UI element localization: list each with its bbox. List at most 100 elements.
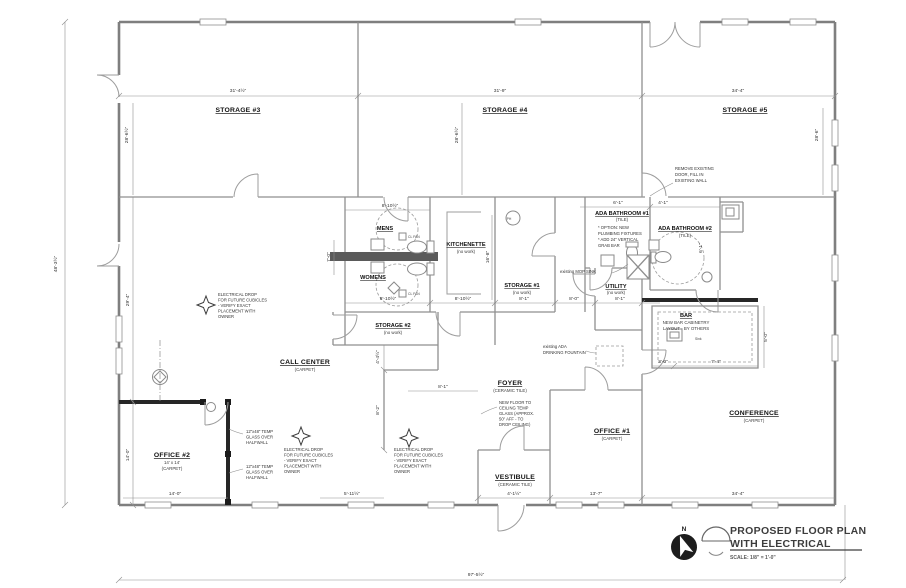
room-label-storage4: STORAGE #4 bbox=[483, 107, 528, 114]
room-label-utility: UTILITY bbox=[605, 284, 626, 290]
room-sub-utility: (no work) bbox=[607, 290, 626, 295]
dim-left-low: 14'-0" bbox=[125, 449, 131, 462]
dim-ada2-height: 6'-1" bbox=[698, 243, 704, 253]
room-label-ada1: ADA BATHROOM #1 bbox=[595, 211, 649, 217]
ada1-note-line: GRAB BAR bbox=[598, 243, 620, 248]
storage3-door bbox=[233, 173, 259, 198]
ada1-note-line: PLUMBING FIXTURES bbox=[598, 231, 642, 236]
dim-storage2-v2: 8'-2" bbox=[375, 405, 381, 415]
storage5-removed-door bbox=[641, 172, 667, 197]
mop-sink-note: existing MOP SINK bbox=[560, 269, 596, 274]
glass-wall-note: DROP CEILING) bbox=[499, 422, 531, 427]
dim-overall-height: 48'-3½" bbox=[52, 255, 59, 272]
elec-drop-note: - VERIFY EXACT bbox=[218, 303, 251, 308]
ph-marker bbox=[505, 210, 521, 226]
room-label-vestibule: VESTIBULE bbox=[495, 474, 535, 481]
sink bbox=[648, 239, 660, 251]
room-sub-office2: (CARPET) bbox=[162, 466, 183, 471]
dim-utility-width: 8'-1" bbox=[615, 296, 625, 302]
elec-drop-note: OWNER bbox=[218, 314, 234, 319]
dim-ada1-width: 6'-1" bbox=[613, 200, 623, 206]
toilet-tank bbox=[625, 241, 639, 248]
room-label-mens: MENS bbox=[377, 226, 393, 232]
room-label-bar: BAR bbox=[680, 313, 692, 319]
dim-kitchenette-height: 16'-8" bbox=[485, 251, 491, 264]
elec-drop-note: ELECTRICAL DROP bbox=[218, 292, 257, 297]
bar-sink-inner bbox=[669, 331, 680, 339]
detail-marker bbox=[701, 526, 731, 556]
dim-overall-width: 97'-5½" bbox=[468, 571, 485, 578]
wall bbox=[594, 268, 643, 505]
dim-hall-width: 8'-0" bbox=[569, 296, 579, 302]
elec-drop-note: PLACEMENT WITH bbox=[394, 464, 431, 469]
room-label-foyer: FOYER bbox=[498, 380, 522, 387]
dim-office1-width: 13'-7" bbox=[590, 491, 603, 497]
elec-drop-note: ELECTRICAL DROP bbox=[284, 447, 323, 452]
toilet-tank bbox=[426, 262, 435, 276]
room-label-storage2: STORAGE #2 bbox=[375, 323, 410, 329]
title-line1: PROPOSED FLOOR PLAN bbox=[730, 525, 866, 537]
storage1-door bbox=[531, 232, 556, 257]
ada-turning-circle bbox=[375, 263, 419, 307]
ada1-note-line: * ADD 24" VERTICAL bbox=[598, 237, 639, 242]
temp-glass-note: 12"x48" TEMP bbox=[246, 464, 273, 469]
room-sub-office1: (CARPET) bbox=[602, 436, 623, 441]
room-sub-ada2: (TILE) bbox=[679, 233, 692, 238]
bar-counter bbox=[651, 305, 759, 369]
north-label: N bbox=[682, 526, 687, 533]
window-marks bbox=[115, 18, 839, 509]
dim-bar-1: 3'-0" bbox=[658, 359, 668, 365]
fountain-note: existing ADA bbox=[543, 344, 567, 349]
remove-door-note: REMOVE EXISTING bbox=[675, 166, 714, 171]
elec-drop-note: PLACEMENT WITH bbox=[284, 464, 321, 469]
dim-vestibule-width: 4'-1½" bbox=[507, 490, 521, 497]
dim-kitchenette-width: 8'-10½" bbox=[455, 295, 472, 302]
north-arrow-icon bbox=[671, 534, 697, 560]
bar-note-line: NEW BAR CABINETRY bbox=[663, 320, 710, 325]
room-label-womens: WOMENS bbox=[360, 275, 386, 281]
remove-door-note: EXISTING WALL bbox=[675, 178, 708, 183]
dim-ada2-width: 4'-1" bbox=[658, 200, 668, 206]
utility-door bbox=[572, 273, 596, 297]
room-sub-storage2: (no work) bbox=[384, 330, 403, 335]
elec-drop-note: FOR FUTURE CUBICLES bbox=[218, 298, 267, 303]
plumbing-wall bbox=[330, 252, 438, 261]
room-label-kitchenette: KITCHENETTE bbox=[446, 242, 485, 248]
conference-door bbox=[641, 349, 667, 375]
elec-drop-note: OWNER bbox=[394, 469, 410, 474]
ada1-note-line: * OPTION: NEW bbox=[598, 225, 629, 230]
exterior-door bbox=[96, 243, 120, 267]
dim-storage4-height: 28'-6½" bbox=[453, 126, 460, 143]
room-sub-call-center: (CARPET) bbox=[295, 367, 316, 372]
room-sub-kitchenette: (no work) bbox=[457, 249, 476, 254]
switch-symbol bbox=[701, 271, 713, 283]
fountain-note: DRINKING FOUNTAIN bbox=[543, 350, 586, 355]
room-label-storage5: STORAGE #5 bbox=[723, 107, 768, 114]
switch-symbol bbox=[206, 402, 216, 412]
dim-storage1-width: 8'-1" bbox=[519, 296, 529, 302]
ceiling-fan-box bbox=[398, 289, 407, 298]
storage2-door bbox=[332, 314, 358, 340]
room-sub-storage1: (no work) bbox=[513, 290, 532, 295]
electrical-drop-symbol bbox=[398, 427, 420, 449]
title-line2: WITH ELECTRICAL bbox=[730, 538, 831, 550]
remove-door-note: DOOR, FILL IN bbox=[675, 172, 703, 177]
dim-storage5-width: 34'-4" bbox=[732, 88, 745, 94]
ceiling-fan-box bbox=[398, 232, 407, 241]
wall-node bbox=[225, 451, 231, 457]
bar-sink-label: Sink bbox=[695, 337, 702, 341]
temp-glass-note: HALFWALL bbox=[246, 440, 269, 445]
storage5-double-door bbox=[649, 21, 701, 48]
electrical-drop-symbol bbox=[195, 294, 217, 316]
dim-womens-width: 8'-10½" bbox=[380, 295, 397, 302]
room-label-conference: CONFERENCE bbox=[729, 410, 779, 417]
vestibule-door bbox=[499, 425, 525, 451]
bar-note-line: LAYOUT - BY OTHERS bbox=[663, 326, 709, 331]
room-size-office2: 14' x 14' bbox=[164, 460, 180, 465]
wall bbox=[477, 449, 550, 505]
temp-glass-note: GLASS OVER bbox=[246, 470, 273, 475]
title-block: N PROPOSED FLOOR PLAN WITH ELECTRICAL SC… bbox=[671, 525, 866, 561]
sink bbox=[370, 238, 385, 251]
ph-label: PH bbox=[507, 217, 512, 221]
